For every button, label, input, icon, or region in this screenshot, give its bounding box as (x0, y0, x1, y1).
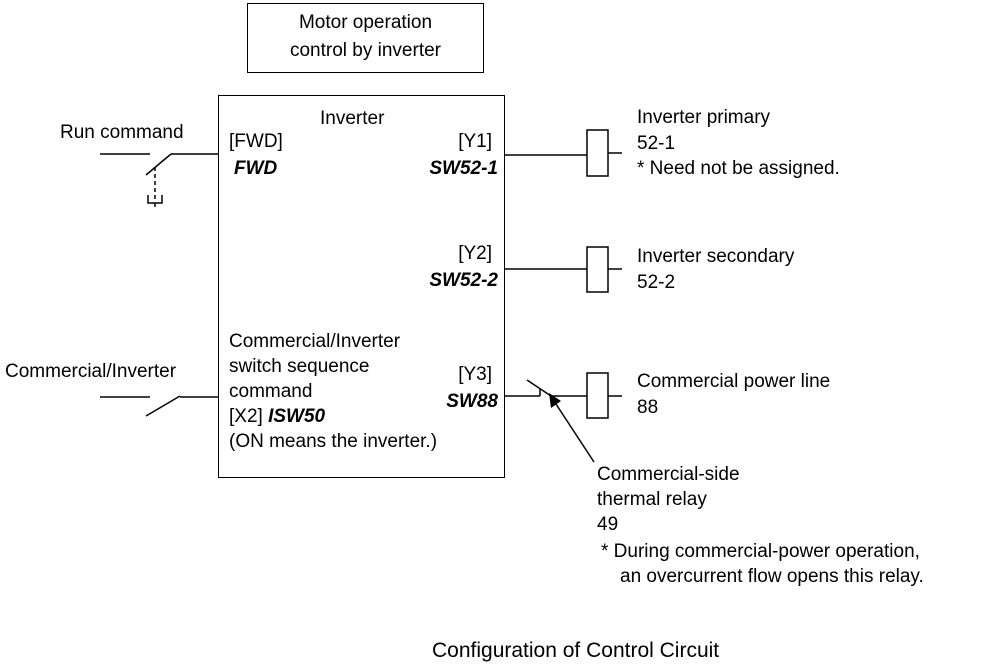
run-command-label: Run command (60, 122, 184, 143)
y3-function: SW88 (446, 391, 498, 412)
title-line-2: control by inverter (289, 40, 441, 61)
run-command-contact-blade (145, 153, 172, 176)
x2-line-3: command (229, 381, 313, 402)
y1-function: SW52-1 (429, 158, 498, 179)
thermal-relay-contact (526, 379, 552, 397)
thermal-relay-number: 49 (597, 514, 619, 535)
inverter-block (218, 95, 505, 478)
thermal-relay-note-1: * During commercial-power operation, (601, 541, 920, 562)
y1-terminal: [Y1] (458, 131, 492, 152)
x2-line-2: switch sequence (229, 356, 370, 377)
y3-coil (586, 372, 609, 419)
y3-terminal: [Y3] (458, 364, 492, 385)
y1-output-number: 52-1 (637, 133, 676, 154)
thermal-relay-pointer (551, 397, 595, 463)
y2-output-label: Inverter secondary (637, 246, 795, 267)
fwd-terminal: [FWD] (229, 131, 283, 152)
thermal-relay-line-1: Commercial-side (597, 464, 740, 485)
x2-line-5: (ON means the inverter.) (229, 431, 438, 452)
y1-coil (586, 129, 609, 177)
y2-terminal: [Y2] (458, 243, 492, 264)
y2-output-number: 52-2 (637, 272, 676, 293)
y3-output-label: Commercial power line (637, 371, 831, 392)
commercial-inverter-label: Commercial/Inverter (5, 361, 177, 382)
inverter-label: Inverter (320, 108, 385, 129)
x2-terminal-line: [X2] ISW50 (229, 406, 325, 428)
y3-output-number: 88 (637, 397, 659, 418)
y2-coil (586, 246, 609, 293)
y1-output-note: * Need not be assigned. (637, 158, 840, 179)
fwd-function: FWD (234, 158, 278, 179)
x2-function: ISW50 (268, 406, 326, 427)
x2-terminal: [X2] (229, 406, 263, 427)
y2-function: SW52-2 (429, 270, 498, 291)
y1-output-label: Inverter primary (637, 107, 771, 128)
figure-caption: Configuration of Control Circuit (432, 639, 720, 662)
title-line-1: Motor operation (298, 12, 433, 33)
thermal-relay-arrowhead (549, 393, 561, 408)
thermal-relay-line-2: thermal relay (597, 489, 707, 510)
commercial-inverter-contact-blade (145, 395, 181, 417)
title-box (247, 3, 484, 73)
x2-line-1: Commercial/Inverter (229, 331, 401, 352)
thermal-relay-note-2: an overcurrent flow opens this relay. (620, 566, 924, 587)
